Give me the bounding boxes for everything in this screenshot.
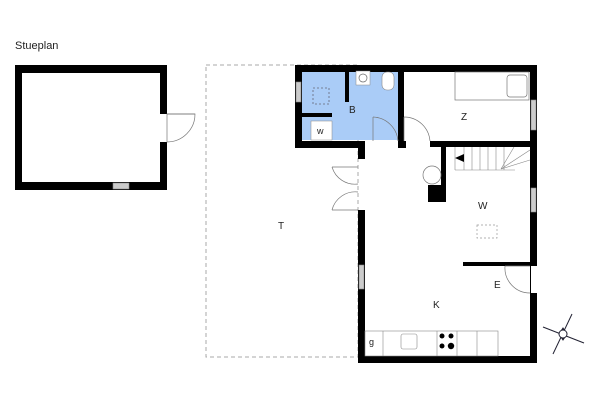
washer-label: w xyxy=(316,126,324,136)
shed xyxy=(15,65,196,190)
floor-title: Stueplan xyxy=(15,40,59,52)
doors xyxy=(331,116,531,294)
room-label-terrace: T xyxy=(278,221,284,232)
room-label-bathroom: B xyxy=(349,105,356,116)
bathroom-fixtures xyxy=(310,70,395,141)
room-label-living: W xyxy=(478,201,488,212)
windows xyxy=(295,81,537,290)
stairs xyxy=(454,146,531,171)
bed xyxy=(454,71,530,101)
compass-icon xyxy=(542,313,585,355)
kitchen-g-label: g xyxy=(369,337,374,347)
room-label-bedroom: Z xyxy=(461,112,467,123)
kitchen-counter xyxy=(364,330,499,357)
room-label-kitchen: K xyxy=(433,300,440,311)
stove-icon xyxy=(439,333,455,350)
room-label-entrance: E xyxy=(494,280,501,291)
